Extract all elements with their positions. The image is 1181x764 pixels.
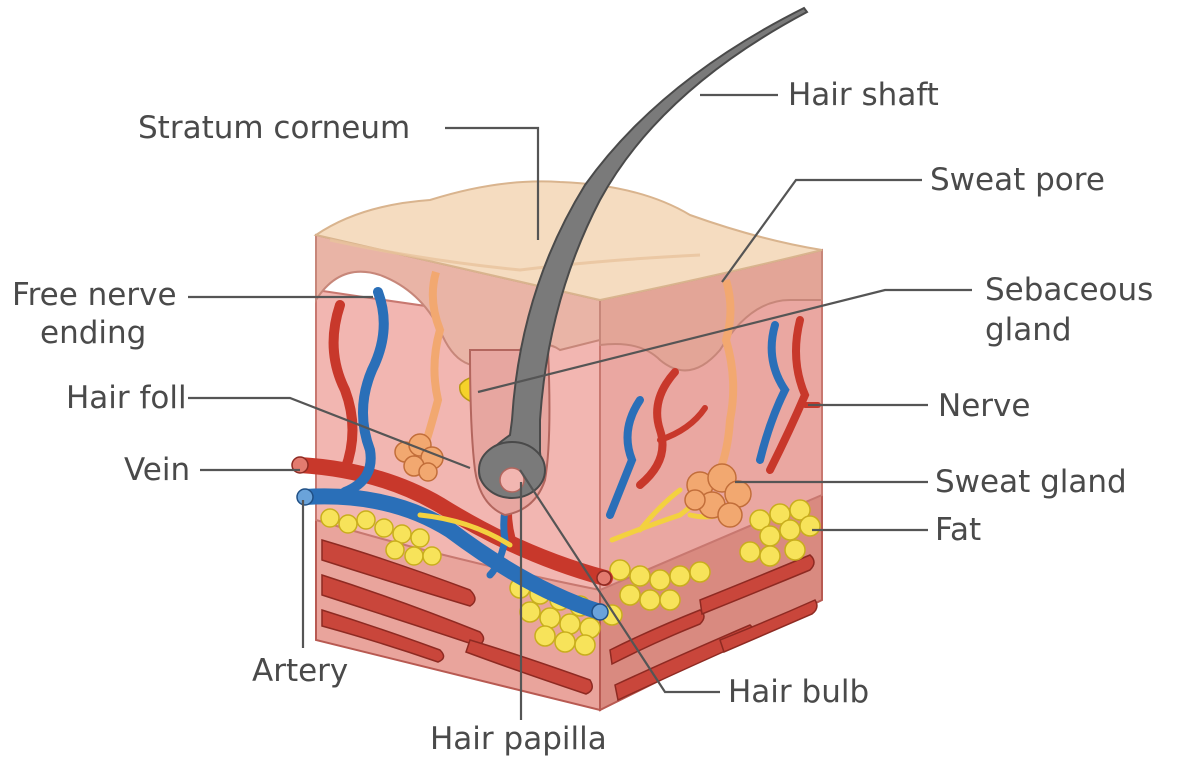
label-hair-follicle: Hair foll xyxy=(66,380,187,416)
label-sweat-gland: Sweat gland xyxy=(935,464,1127,500)
label-free-nerve-ending-2: ending xyxy=(40,315,146,351)
label-sebaceous-gland-1: Sebaceous xyxy=(985,272,1153,308)
label-free-nerve-ending-1: Free nerve xyxy=(12,277,177,313)
label-hair-shaft: Hair shaft xyxy=(788,77,939,113)
label-sebaceous-gland-2: gland xyxy=(985,312,1072,348)
label-sweat-pore: Sweat pore xyxy=(930,162,1105,198)
label-vein: Vein xyxy=(124,452,190,488)
label-fat: Fat xyxy=(935,512,981,548)
label-artery: Artery xyxy=(252,653,348,689)
label-stratum-corneum: Stratum corneum xyxy=(138,110,410,146)
label-hair-papilla: Hair papilla xyxy=(430,721,607,757)
label-hair-bulb: Hair bulb xyxy=(728,674,869,710)
label-nerve: Nerve xyxy=(938,388,1030,424)
